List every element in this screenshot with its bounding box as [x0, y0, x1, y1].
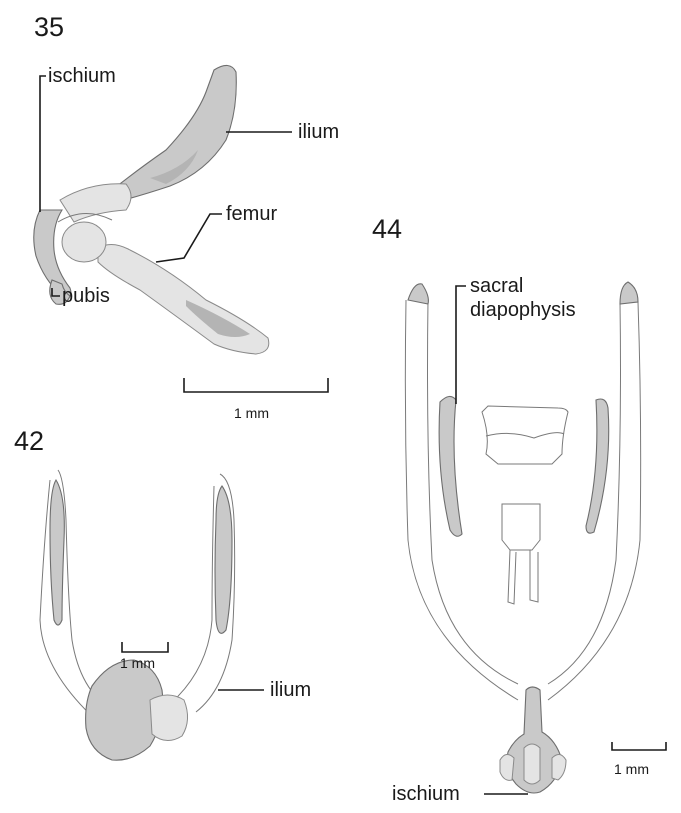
fig44-ischium-left-lobe [500, 754, 514, 780]
fig44-label-sacral: sacral [470, 275, 523, 297]
fig44-left-ilium-outer [405, 300, 518, 700]
fig35-label-femur: femur [226, 203, 277, 225]
fig44-urostyle-left-rod [508, 550, 516, 604]
fig42-right-ilium-outline-inner [170, 486, 214, 704]
fig44-right-ilium-inner [548, 302, 621, 684]
fig42-right-ilium-blade [215, 486, 232, 633]
fig42-pubis-block [150, 695, 188, 741]
fig35-scale-bar [184, 378, 328, 392]
fig42-scale-bar [122, 642, 168, 652]
figure-35: 35 ischium ilium femur pubis 1 mm [34, 12, 339, 421]
fig44-scale-bar [612, 742, 666, 750]
fig35-femur-shape [98, 244, 269, 354]
fig35-leader-ischium [40, 76, 46, 212]
fig44-ischium-center [524, 744, 540, 784]
fig44-ischium-right-lobe [552, 754, 566, 780]
fig44-urostyle [502, 504, 540, 550]
fig44-scale-label: 1 mm [614, 761, 649, 777]
fig42-left-ilium-blade [50, 480, 64, 625]
fig35-ilium-shape [109, 65, 236, 202]
fig42-label-ilium: ilium [270, 679, 311, 701]
fig42-left-ilium-outline-outer [40, 480, 96, 720]
fig35-label-pubis: pubis [62, 285, 110, 307]
figure-42-number: 42 [14, 426, 44, 456]
fig44-right-diapophysis [586, 399, 609, 533]
fig44-urostyle-right-rod [530, 550, 538, 602]
fig35-scale-label: 1 mm [234, 405, 269, 421]
fig35-label-ilium: ilium [298, 121, 339, 143]
fig44-right-ilium-tip [620, 282, 638, 304]
figure-44-number: 44 [372, 214, 402, 244]
fig35-label-ischium: ischium [48, 65, 116, 87]
fig44-label-diapophysis: diapophysis [470, 299, 576, 321]
fig44-sacral-vertebra-detail [486, 433, 564, 438]
fig42-scale-label: 1 mm [120, 655, 155, 671]
fig44-left-diapophysis [439, 396, 462, 536]
fig44-left-ilium-tip [408, 284, 428, 304]
fig44-leader-sacral-diapophysis [456, 286, 466, 404]
figure-35-number: 35 [34, 12, 64, 42]
fig44-left-ilium-inner [428, 300, 519, 684]
figure-44: 44 sacral diapophysis ischium 1 mm [372, 214, 666, 805]
figure-42: 42 ilium 1 mm [14, 426, 311, 760]
fig35-leader-femur [156, 214, 222, 262]
fig35-femur-head [62, 222, 106, 262]
fig44-label-ischium: ischium [392, 783, 460, 805]
